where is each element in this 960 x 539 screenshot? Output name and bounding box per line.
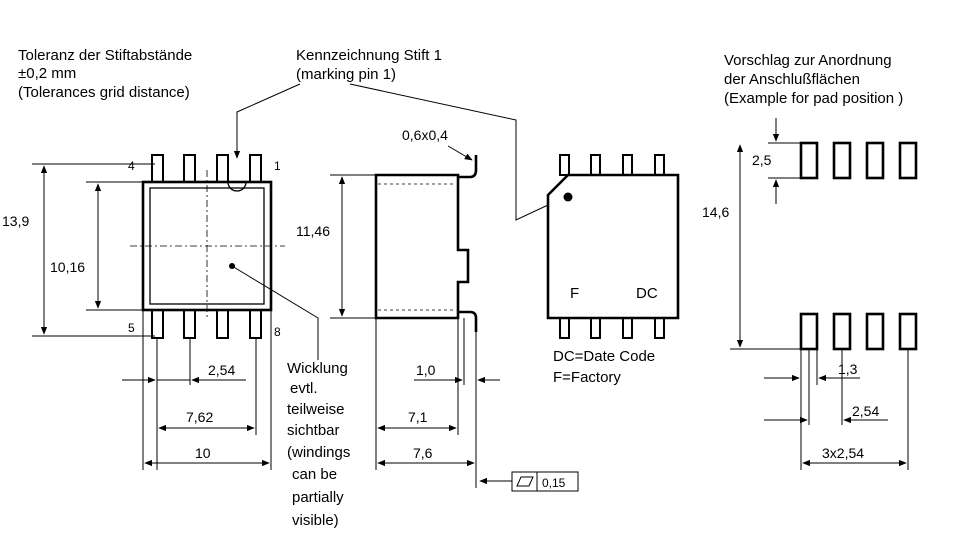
mark-pin-top-3: [622, 154, 633, 176]
dim-lead-size: 0,6x0,4: [402, 127, 448, 143]
winding-note-line-7: partially: [292, 489, 344, 506]
mark-pin-bottom-3: [622, 317, 633, 339]
mark-pin-bottom-1: [559, 317, 570, 339]
pin-number-1: 1: [274, 159, 281, 173]
winding-note-line-6: can be: [292, 466, 337, 483]
pin-marking-note: Kennzeichnung Stift 1 (marking pin 1): [296, 47, 442, 83]
winding-note-line-3: teilweise: [287, 401, 345, 418]
legend-date-code: DC=Date Code: [553, 348, 655, 365]
pad-suggestion-note: Vorschlag zur Anordnung der Anschlußfläc…: [724, 52, 903, 107]
pin-number-4: 4: [128, 159, 135, 173]
pad-bottom-1: [799, 312, 819, 351]
winding-note-line-5: (windings: [287, 444, 350, 461]
dim-2-54: 2,54: [208, 362, 235, 378]
pad-bottom-4: [898, 312, 918, 351]
dim-11-46: 11,46: [296, 223, 330, 239]
package-body-side: [374, 173, 470, 320]
pad-note-line-2: der Anschlußflächen: [724, 71, 860, 88]
top-view: 4 1 5 8: [128, 154, 285, 339]
package-body-marking: [546, 173, 680, 320]
tolerance-note-line-3: (Tolerances grid distance): [18, 84, 190, 101]
winding-note-line-4: sichtbar: [287, 422, 340, 439]
winding-leader: [231, 265, 319, 360]
pad-top-3: [865, 141, 885, 180]
tolerance-note-line-2: ±0,2 mm: [18, 65, 76, 82]
dim-flatness: 0,15: [542, 476, 566, 490]
dim-10: 10: [195, 445, 211, 461]
pad-bottom-2: [832, 312, 852, 351]
winding-note-line-1: Wicklung: [287, 360, 348, 377]
pin1-notch: [227, 181, 247, 192]
dim-7-1: 7,1: [408, 409, 428, 425]
marking-view: F DC: [546, 154, 680, 339]
pin-marking-note-line-2: (marking pin 1): [296, 66, 396, 83]
pin-marking-note-line-1: Kennzeichnung Stift 1: [296, 47, 442, 64]
marking-factory: F: [570, 285, 579, 302]
pad-layout: [799, 141, 918, 351]
mark-pin-bottom-2: [590, 317, 601, 339]
side-lead-top: [458, 155, 478, 179]
dim-7-6: 7,6: [413, 445, 433, 461]
tolerance-note: Toleranz der Stiftabstände ±0,2 mm (Tole…: [18, 47, 192, 101]
mark-pin-top-4: [654, 154, 665, 176]
dim-14-6: 14,6: [702, 204, 729, 220]
lead-size-leader: [447, 145, 473, 161]
dim-7-62: 7,62: [186, 409, 213, 425]
dim-pad-2-54: 2,54: [852, 403, 879, 419]
winding-note: Wicklung evtl. teilweise sichtbar (windi…: [287, 360, 350, 529]
pin1-leader-right: [349, 83, 564, 221]
dim-2-5: 2,5: [752, 152, 772, 168]
pad-top-1: [799, 141, 819, 180]
dim-1-0: 1,0: [416, 362, 436, 378]
marking-date-code: DC: [636, 285, 658, 302]
pad-bottom-3: [865, 312, 885, 351]
mark-pin-bottom-4: [654, 317, 665, 339]
winding-note-line-8: visible): [292, 512, 339, 529]
legend-factory: F=Factory: [553, 369, 621, 386]
flatness-icon: [516, 476, 534, 487]
pad-top-4: [898, 141, 918, 180]
pad-top-2: [832, 141, 852, 180]
side-lead-bottom: [458, 310, 478, 332]
pad-note-line-3: (Example for pad position ): [724, 90, 903, 107]
mark-pin-top-2: [590, 154, 601, 176]
side-view: [374, 155, 478, 332]
pin1-leader-left: [233, 83, 301, 159]
dim-3x2-54: 3x2,54: [822, 445, 864, 461]
pin-number-8: 8: [274, 325, 281, 339]
winding-note-line-2: evtl.: [290, 380, 318, 397]
tolerance-note-line-1: Toleranz der Stiftabstände: [18, 47, 192, 64]
flatness-frame: [511, 471, 579, 492]
mark-pin-top-1: [559, 154, 570, 176]
dim-10-16: 10,16: [50, 259, 85, 275]
dim-13-9: 13,9: [2, 213, 29, 229]
pad-note-line-1: Vorschlag zur Anordnung: [724, 52, 892, 69]
dim-1-3: 1,3: [838, 361, 858, 377]
pin-number-5: 5: [128, 321, 135, 335]
pin1-dot: [563, 192, 573, 202]
